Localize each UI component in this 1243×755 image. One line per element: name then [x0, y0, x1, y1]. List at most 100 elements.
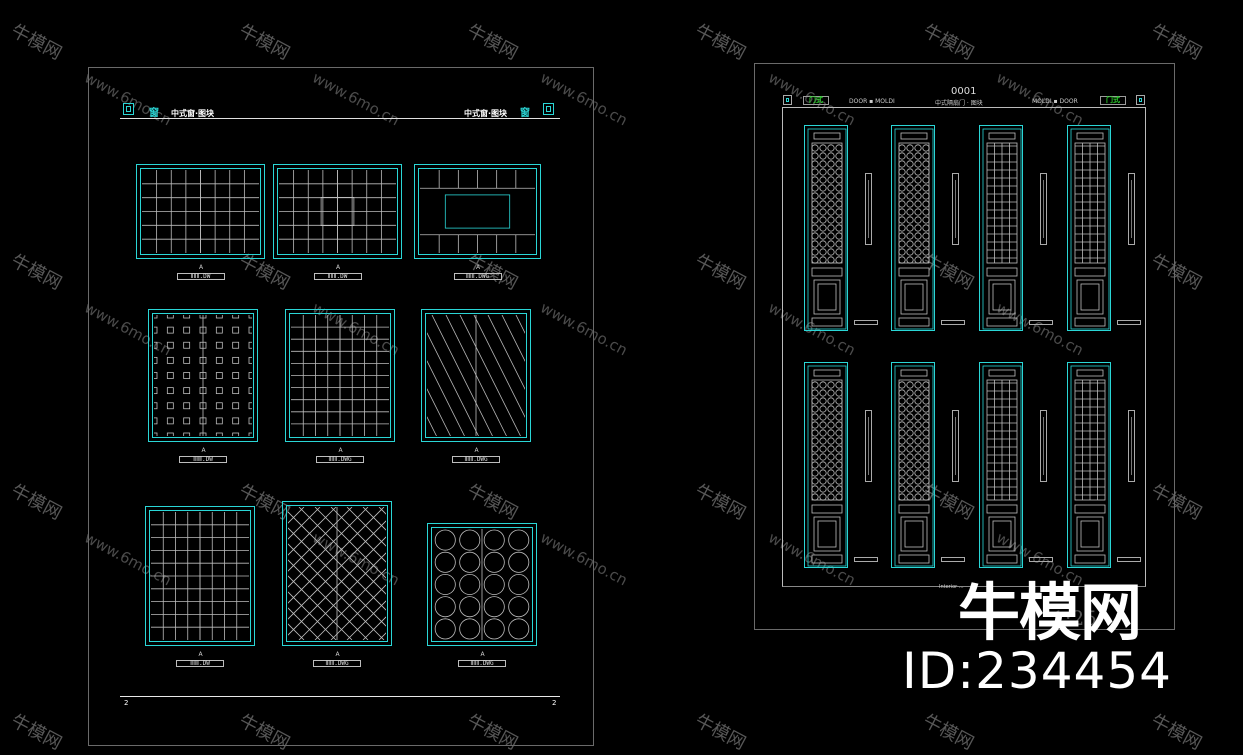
header-title-left: 中式窗·图块 — [171, 109, 215, 118]
sill-detail — [1117, 320, 1141, 325]
block-filename-label: ⅡⅡⅡ.DW — [176, 273, 225, 280]
watermark-text: 牛模网 — [463, 20, 522, 65]
dimension-bar — [952, 173, 959, 245]
door-lattice-pattern — [982, 128, 1022, 330]
header-title-right: 中式窗·图块 — [464, 109, 508, 118]
dimension-bar — [865, 173, 872, 245]
sheet-logo-icon — [783, 95, 792, 105]
lattice-pattern — [291, 315, 389, 436]
window-elevation — [145, 506, 255, 646]
window-elevation — [285, 309, 395, 442]
block-filename-label: ⅡⅡⅡ.DWG — [458, 660, 506, 667]
lattice-pattern — [434, 529, 530, 640]
header-rule — [120, 118, 560, 119]
door-tag-left: 门式 — [803, 96, 829, 105]
page-number-right: 2 — [552, 699, 557, 707]
window-elevation — [421, 309, 531, 442]
dimension-bar — [952, 410, 959, 482]
dimension-bar — [1040, 410, 1047, 482]
block-filename-label: ⅡⅡⅡ.DWG — [453, 273, 502, 280]
watermark-text: 牛模网 — [691, 20, 750, 65]
door-elevation — [1067, 125, 1111, 331]
section-mark: A — [201, 447, 206, 454]
door-elevation — [1067, 362, 1111, 568]
dimension-bar — [1128, 410, 1135, 482]
lattice-pattern — [420, 170, 535, 253]
header-caption-right: MOLDI ▪ DOOR — [1032, 98, 1078, 105]
lattice-pattern — [288, 507, 386, 640]
lattice-pattern — [427, 315, 525, 436]
lattice-pattern — [151, 512, 249, 640]
page-number-left: 2 — [124, 699, 129, 707]
watermark-text: 牛模网 — [7, 250, 66, 295]
sheet-frame — [120, 102, 560, 697]
door-lattice-pattern — [894, 128, 934, 330]
dimension-bar — [865, 410, 872, 482]
section-mark: A — [474, 447, 479, 454]
window-elevation — [148, 309, 258, 442]
section-mark: A — [335, 651, 340, 658]
sill-detail — [854, 320, 878, 325]
block-filename-label: ⅡⅡⅡ.DW — [313, 273, 362, 280]
watermark-text: 牛模网 — [7, 20, 66, 65]
sill-detail — [854, 557, 878, 562]
watermark-text: 牛模网 — [691, 250, 750, 295]
sheet-number: 0001 — [951, 86, 977, 97]
lattice-pattern — [279, 170, 396, 253]
watermark-text: 牛模网 — [235, 20, 294, 65]
door-lattice-pattern — [1070, 128, 1110, 330]
window-elevation — [273, 164, 402, 259]
footer-caption: Interior ... — [939, 584, 964, 590]
block-filename-label: ⅡⅡⅡ.DWG — [316, 456, 364, 463]
door-elevation — [891, 125, 935, 331]
door-elevation — [891, 362, 935, 568]
sill-detail — [1029, 557, 1053, 562]
watermark-text: 牛模网 — [691, 480, 750, 525]
block-filename-label: ⅡⅡⅡ.DW — [176, 660, 224, 667]
door-lattice-pattern — [982, 365, 1022, 567]
sheet-logo-icon — [1136, 95, 1145, 105]
watermark-text: 牛模网 — [1147, 20, 1206, 65]
door-elevation — [804, 362, 848, 568]
watermark-text: 牛模网 — [7, 710, 66, 755]
section-mark: A — [198, 651, 203, 658]
sill-detail — [941, 557, 965, 562]
lattice-pattern — [142, 170, 259, 253]
sheet-logo-icon — [123, 103, 134, 115]
dimension-bar — [1128, 173, 1135, 245]
brand-name: 牛模网 — [958, 576, 1142, 649]
block-filename-label: ⅡⅡⅡ.DWG — [313, 660, 361, 667]
window-elevation — [414, 164, 541, 259]
door-elevation — [804, 125, 848, 331]
watermark-text: 牛模网 — [919, 20, 978, 65]
watermark-text: 牛模网 — [919, 710, 978, 755]
door-tag-right: 门式 — [1100, 96, 1126, 105]
block-filename-label: ⅡⅡⅡ.DWG — [452, 456, 500, 463]
door-elevation — [979, 125, 1023, 331]
sill-detail — [941, 320, 965, 325]
section-mark: A — [198, 264, 204, 271]
door-elevation — [979, 362, 1023, 568]
window-catalog-sheet: 窗 中式窗·图块 中式窗·图块 窗 2 2 A ⅡⅡⅡ.DW A ⅡⅡⅡ.DW A ⅡⅡⅡ… — [88, 67, 594, 746]
sill-detail — [1117, 557, 1141, 562]
sill-detail — [1029, 320, 1053, 325]
section-mark: A — [335, 264, 341, 271]
window-elevation — [136, 164, 265, 259]
watermark-text: 牛模网 — [1147, 710, 1206, 755]
section-mark: A — [475, 264, 481, 271]
door-lattice-pattern — [807, 128, 847, 330]
window-glyph-icon: 窗 — [520, 108, 530, 119]
watermark-text: 牛模网 — [7, 480, 66, 525]
window-elevation — [427, 523, 537, 646]
window-glyph-icon: 窗 — [149, 108, 159, 119]
sheet-logo-icon — [543, 103, 554, 115]
sheet-frame — [782, 107, 1146, 587]
header-caption-left: DOOR ▪ MOLDI — [849, 98, 895, 105]
window-elevation — [282, 501, 392, 646]
sheet-title: 中式隔扇门 · 图块 — [935, 100, 983, 107]
brand-id: ID:234454 — [902, 642, 1172, 700]
door-lattice-pattern — [807, 365, 847, 567]
door-catalog-sheet: 0001 门式 DOOR ▪ MOLDI 中式隔扇门 · 图块 MOLDI ▪ … — [754, 63, 1175, 630]
scale-label: 1:25 — [1052, 606, 1097, 630]
lattice-pattern — [154, 315, 252, 436]
